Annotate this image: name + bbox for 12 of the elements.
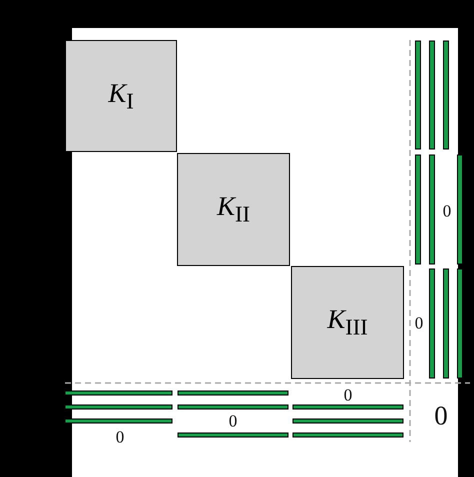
zero-label: 0 <box>414 314 424 332</box>
zero-label: 0 <box>434 402 448 430</box>
block-label: K$_{III}$ <box>327 304 368 341</box>
block-label: K$_{I}$ <box>108 78 134 114</box>
matrix-block <box>291 266 404 379</box>
zero-label: 0 <box>116 428 124 446</box>
zero-label: 0 <box>228 412 238 430</box>
zero-label: 0 <box>442 202 452 220</box>
block-label: K$_{II}$ <box>216 191 250 228</box>
zero-label: 0 <box>344 386 352 404</box>
matrix-block <box>177 153 290 266</box>
matrix-block <box>65 40 177 152</box>
